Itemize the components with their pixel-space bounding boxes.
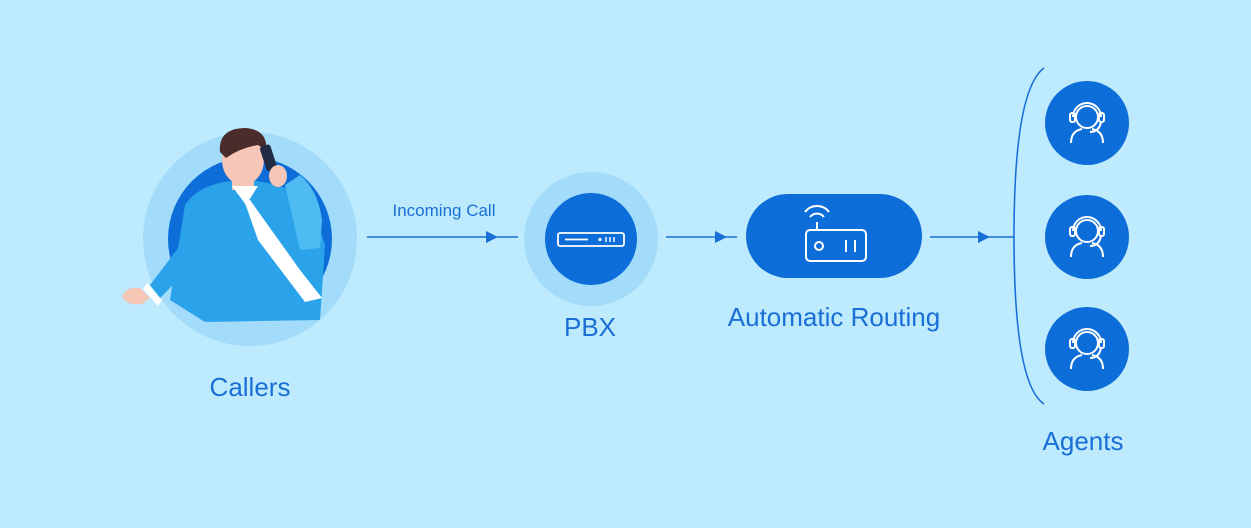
arrowhead-icon	[715, 231, 727, 243]
edge-incoming-call	[367, 231, 518, 243]
routing-pill	[746, 194, 922, 278]
agents-bracket	[1013, 67, 1045, 405]
caller-person-illustration	[122, 128, 325, 322]
agent-node	[1045, 81, 1129, 165]
callers-node	[122, 128, 357, 346]
agents-label: Agents	[1042, 426, 1124, 456]
arrowhead-icon	[486, 231, 498, 243]
arrowhead-icon	[978, 231, 990, 243]
pbx-label: PBX	[563, 312, 617, 342]
agent-node	[1045, 307, 1129, 391]
pbx-device-icon	[557, 232, 625, 247]
edge-label-incoming-call: Incoming Call	[392, 201, 496, 220]
pbx-node	[524, 172, 658, 306]
edge-pbx-to-routing	[666, 231, 737, 243]
routing-node	[746, 194, 922, 278]
edge-routing-to-agents	[930, 231, 1014, 243]
pbx-circle	[545, 193, 637, 285]
agent-node	[1045, 195, 1129, 279]
routing-label: Automatic Routing	[727, 302, 941, 332]
callers-label: Callers	[209, 372, 291, 402]
router-icon	[804, 205, 867, 262]
